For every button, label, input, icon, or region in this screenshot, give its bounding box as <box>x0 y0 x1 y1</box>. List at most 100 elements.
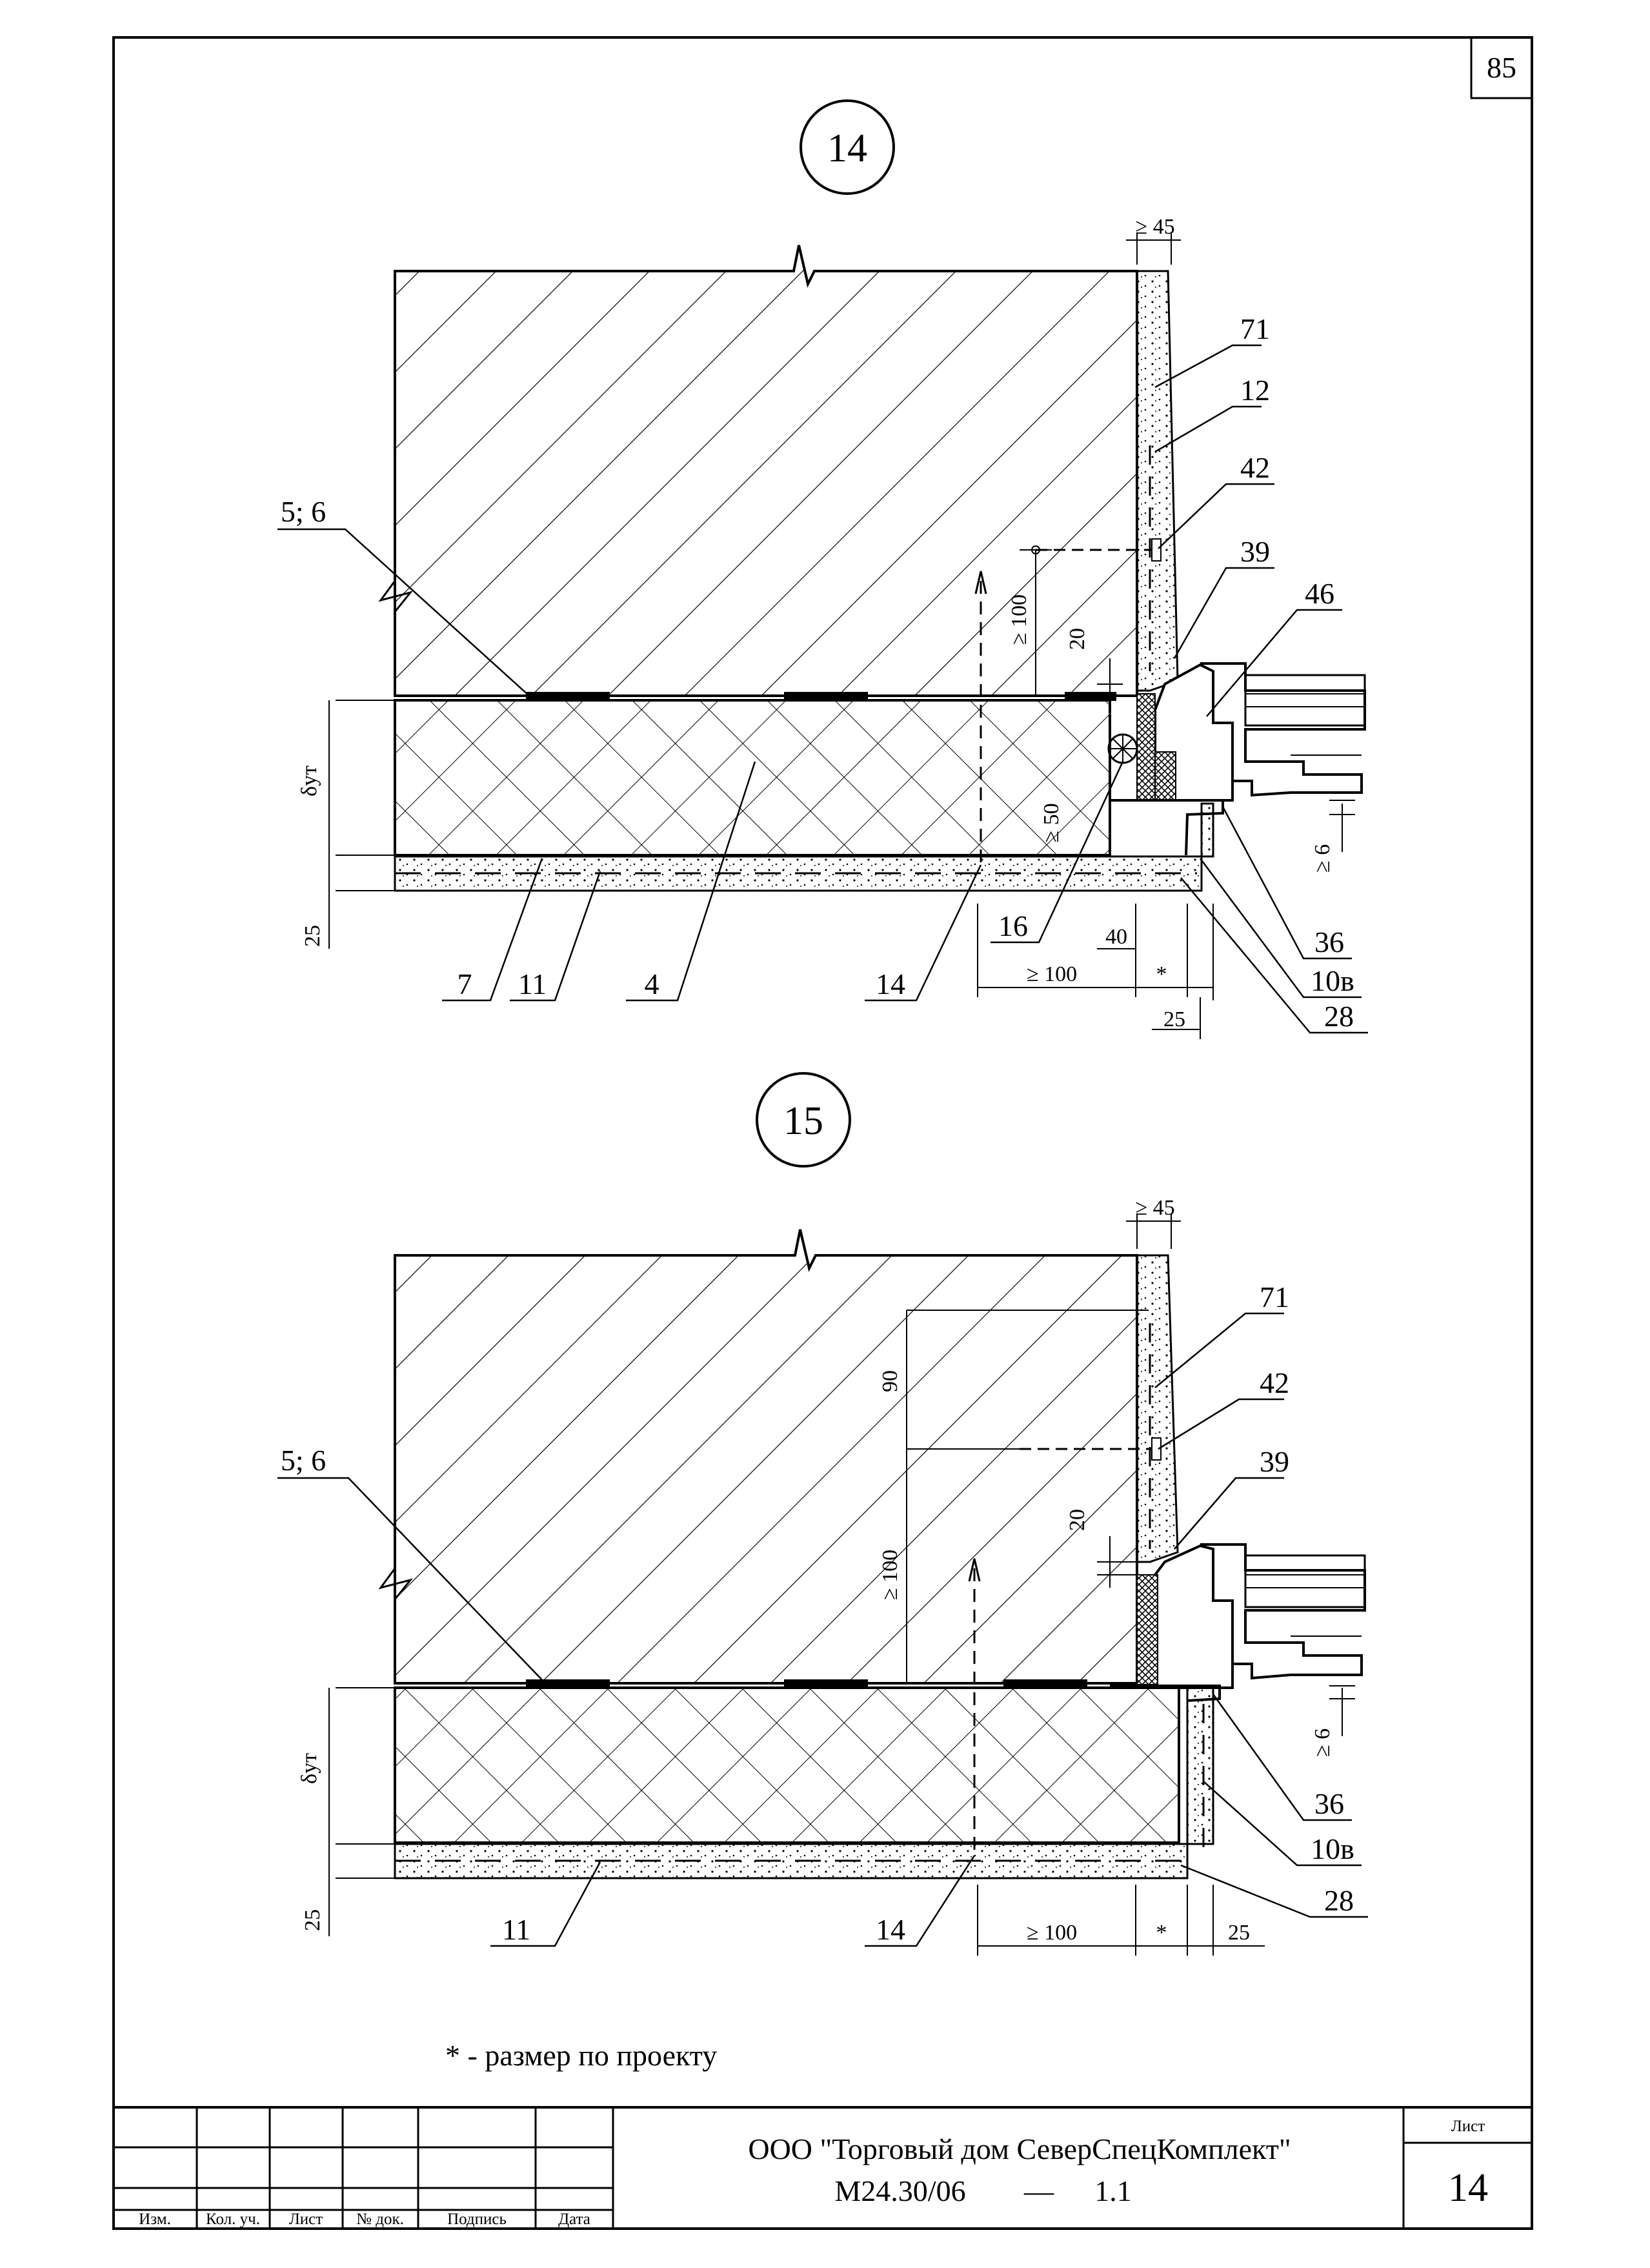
dim-v90-text: 90 <box>878 1370 902 1392</box>
title-block-grid <box>114 2107 1532 2229</box>
dim-top-45-text: ≥ 45 <box>1135 215 1174 239</box>
dim-v90-v100 <box>906 1310 1149 1683</box>
leader-39 <box>1173 567 1274 659</box>
reveal-plaster <box>1136 270 1179 692</box>
reveal-plaster <box>1136 1254 1179 1563</box>
callout-42: 42 <box>1260 1366 1289 1399</box>
dim-h25 <box>1152 997 1201 1039</box>
leader-28 <box>1180 877 1368 1034</box>
window-glass <box>1244 1554 1366 1608</box>
leader-36 <box>1212 1694 1352 1821</box>
leader-39 <box>1174 1477 1284 1550</box>
leader-14 <box>865 864 982 1002</box>
dim-delta-text: δут <box>297 1753 321 1784</box>
callout-4: 4 <box>645 967 659 1000</box>
leader-16 <box>991 761 1124 944</box>
dim-h25-text: 25 <box>1228 1921 1250 1945</box>
leader-10v <box>1199 858 1362 998</box>
dim-v50-text: ≥ 50 <box>1040 803 1063 842</box>
tb-organization: ООО "Торговый дом СеверСпецКомплект" <box>748 2132 1291 2165</box>
leader-71 <box>1154 344 1262 389</box>
dim-left <box>328 1687 395 1936</box>
dim-v100-text: ≥ 100 <box>878 1550 902 1600</box>
tb-col-izm: Изм. <box>139 2211 171 2228</box>
tb-col-kol-uch: Кол. уч. <box>206 2211 260 2228</box>
adhesive-strip <box>1065 692 1116 701</box>
leader-42 <box>1158 1398 1284 1450</box>
dim-top-45-text: ≥ 45 <box>1135 1196 1174 1220</box>
sealing-tape-lower <box>1154 751 1176 801</box>
dim-v100 <box>1020 549 1052 696</box>
dowel-tip <box>968 1558 981 1582</box>
window-frame <box>1154 1544 1234 1689</box>
adhesive-strip <box>1003 1679 1087 1688</box>
callout-42: 42 <box>1240 451 1270 484</box>
callout-36: 36 <box>1314 1787 1344 1820</box>
dim-top-45 <box>1126 232 1181 265</box>
leader-14 <box>865 1855 976 1947</box>
leader-11 <box>490 1861 601 1947</box>
tb-col-list: Лист <box>289 2211 323 2228</box>
break-line-left <box>378 1568 413 1600</box>
callout-11: 11 <box>518 967 547 1000</box>
dim-v6 <box>1329 1685 1355 1736</box>
wall-masonry <box>394 1229 1138 1685</box>
detail-14-circle <box>800 99 895 195</box>
leader-7 <box>442 858 543 1002</box>
adhesive-strip <box>784 692 868 701</box>
callout-16: 16 <box>998 909 1028 942</box>
callout-14: 14 <box>876 1913 905 1946</box>
tb-document-code: М24.30/06 <box>834 2174 965 2207</box>
tb-col-doc-no: № док. <box>356 2211 404 2228</box>
callout-46: 46 <box>1305 577 1334 610</box>
anchor-plate <box>1151 538 1162 562</box>
tb-dash: — <box>1023 2174 1054 2207</box>
leader-11 <box>510 871 601 1002</box>
detail-14-label: 14 <box>827 127 867 170</box>
footnote: * - размер по проекту <box>445 2039 717 2072</box>
leader-12 <box>1154 405 1262 453</box>
dim-h100-text: ≥ 100 <box>1027 962 1077 986</box>
title-block-frame <box>112 2106 1533 2230</box>
insulation-layer <box>394 1686 1180 1844</box>
detail-15: 15 71 42 39 5; 6 <box>277 1072 1368 1956</box>
leader-36 <box>1222 806 1352 960</box>
dim-top-45 <box>1126 1213 1181 1249</box>
adhesive-strip <box>526 1679 610 1688</box>
title-block: Изм. Кол. уч. Лист № док. Подпись Дата О… <box>112 2106 1533 2230</box>
anchor-plate <box>1151 1437 1162 1461</box>
dim-h100-text: ≥ 100 <box>1027 1921 1077 1945</box>
adhesive-strip <box>784 1679 868 1688</box>
sill-flashing <box>1110 1685 1221 1702</box>
window-sash <box>1200 1543 1366 1680</box>
dim-v20-text: 20 <box>1065 1509 1089 1531</box>
dim-star-text: * <box>1156 962 1167 986</box>
callout-5-6: 5; 6 <box>281 495 326 528</box>
callout-7: 7 <box>458 967 472 1000</box>
detail-14: 14 <box>277 99 1368 1039</box>
callout-36: 36 <box>1314 926 1344 958</box>
dim-delta-text: δут <box>297 765 321 796</box>
tb-col-signature: Подпись <box>447 2211 507 2228</box>
dim-d25-text: 25 <box>301 925 325 947</box>
dim-v6-text: ≥ 6 <box>1311 1728 1334 1757</box>
callout-12: 12 <box>1240 374 1270 407</box>
window-glass <box>1244 674 1366 727</box>
detail-15-circle <box>756 1072 851 1168</box>
dim-v6-text: ≥ 6 <box>1311 844 1334 873</box>
callout-28: 28 <box>1324 1884 1354 1917</box>
insulation-layer <box>394 699 1111 856</box>
callout-71: 71 <box>1240 312 1270 345</box>
dim-v20 <box>1097 658 1123 710</box>
dim-star-text: * <box>1156 1921 1167 1945</box>
dim-v20-text: 20 <box>1065 628 1089 650</box>
callout-28: 28 <box>1324 1000 1354 1033</box>
detail-15-label: 15 <box>783 1099 823 1143</box>
wall-masonry <box>394 245 1138 697</box>
page-number: 85 <box>1487 51 1516 84</box>
fan-dowel-spokes <box>1109 734 1137 763</box>
leader-71 <box>1154 1312 1284 1388</box>
tb-sheet-number: 14 <box>1448 2166 1488 2210</box>
dim-h40-text: 40 <box>1105 925 1127 949</box>
